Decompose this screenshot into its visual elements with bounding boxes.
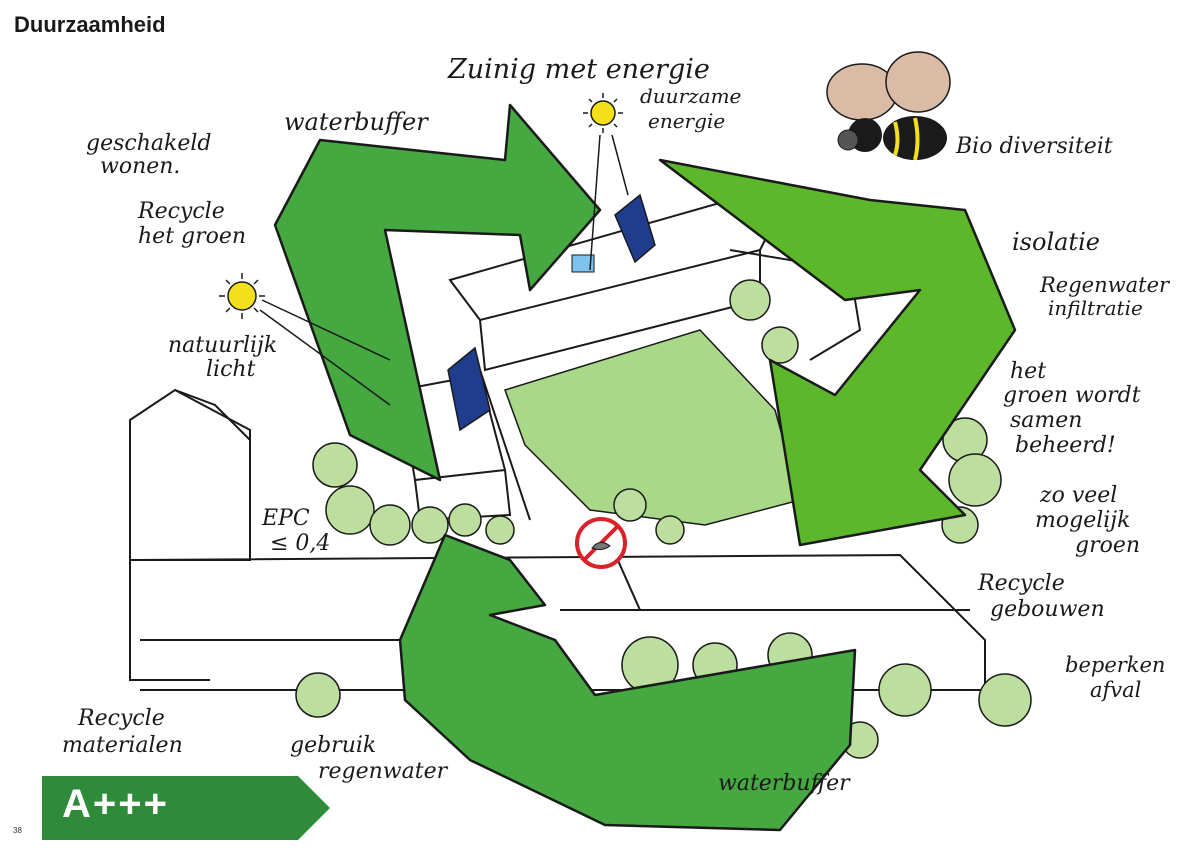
tree-icon bbox=[878, 663, 932, 717]
label-waterbuffer-top: waterbuffer bbox=[284, 108, 429, 136]
solar-panels bbox=[447, 193, 656, 432]
tree-icon bbox=[655, 515, 685, 545]
label-zo-veel: zo veel bbox=[1039, 483, 1117, 508]
label-zuinig-met-energie: Zuinig met energie bbox=[447, 54, 710, 85]
label-isolatie: isolatie bbox=[1012, 228, 1100, 256]
tree-icon bbox=[448, 503, 482, 537]
sun-icon bbox=[583, 93, 623, 133]
label-biodiversiteit: Bio diversiteit bbox=[955, 134, 1113, 159]
label-waterbuffer-bottom: waterbuffer bbox=[718, 771, 851, 796]
tree-icon bbox=[325, 485, 375, 535]
label-energie: energie bbox=[648, 109, 725, 133]
label-beheerd: beheerd! bbox=[1015, 433, 1116, 458]
tree-icon bbox=[761, 326, 799, 364]
tree-icon bbox=[411, 506, 449, 544]
tree-icon bbox=[729, 279, 771, 321]
label-duurzame: duurzame bbox=[640, 84, 741, 108]
tree-icon bbox=[485, 515, 515, 545]
label-recycle-gebouwen: Recycle bbox=[977, 571, 1065, 596]
label-groen: groen bbox=[1075, 533, 1140, 558]
label-samen: samen bbox=[1010, 408, 1082, 433]
label-epc-value: ≤ 0,4 bbox=[270, 531, 330, 556]
label-natuurlijk: natuurlijk bbox=[168, 333, 277, 358]
label-epc: EPC bbox=[261, 506, 310, 531]
label-afval: afval bbox=[1090, 678, 1141, 702]
label-gebouwen: gebouwen bbox=[990, 597, 1105, 622]
label-gebruik: gebruik bbox=[290, 733, 376, 758]
label-recycle: Recycle bbox=[137, 199, 225, 224]
tree-icon bbox=[948, 453, 1002, 507]
tree-icon bbox=[312, 442, 358, 488]
label-recycle-materialen: Recycle bbox=[77, 706, 165, 731]
label-regenwater: Regenwater bbox=[1039, 273, 1171, 297]
page-number: 38 bbox=[13, 826, 22, 835]
label-regenwater-gebruik: regenwater bbox=[318, 759, 449, 784]
label-geschakeld: geschakeld bbox=[86, 131, 211, 156]
label-het-groen: het groen bbox=[138, 224, 246, 249]
light-rays bbox=[259, 134, 629, 406]
tree-icon bbox=[295, 672, 341, 718]
bee-icon bbox=[826, 51, 951, 161]
solar-panel-icon bbox=[447, 346, 491, 432]
label-het: het bbox=[1010, 359, 1046, 384]
solar-panel-icon bbox=[614, 193, 656, 264]
tree-icon bbox=[613, 488, 647, 522]
label-licht: licht bbox=[206, 357, 256, 382]
recycle-arrows bbox=[273, 103, 1017, 832]
recycle-arrow-icon bbox=[273, 103, 602, 482]
label-materialen: materialen bbox=[62, 733, 183, 758]
tree-icon bbox=[369, 504, 411, 546]
label-beperken: beperken bbox=[1065, 653, 1165, 677]
tree-icon bbox=[978, 673, 1032, 727]
page-title: Duurzaamheid bbox=[14, 12, 166, 37]
label-wonen: wonen. bbox=[100, 154, 180, 179]
label-mogelijk: mogelijk bbox=[1035, 508, 1130, 533]
energy-rating-banner bbox=[42, 776, 330, 840]
recycle-arrow-icon bbox=[658, 158, 1017, 547]
label-groen-wordt: groen wordt bbox=[1003, 383, 1141, 408]
no-litter-icon bbox=[575, 517, 627, 569]
lawn bbox=[504, 329, 801, 526]
skylight bbox=[571, 254, 595, 273]
energy-rating-label: A+++ bbox=[62, 782, 169, 826]
sun-icon bbox=[219, 273, 265, 319]
label-infiltratie: infiltratie bbox=[1048, 296, 1143, 320]
recycle-arrow-icon bbox=[398, 533, 857, 832]
